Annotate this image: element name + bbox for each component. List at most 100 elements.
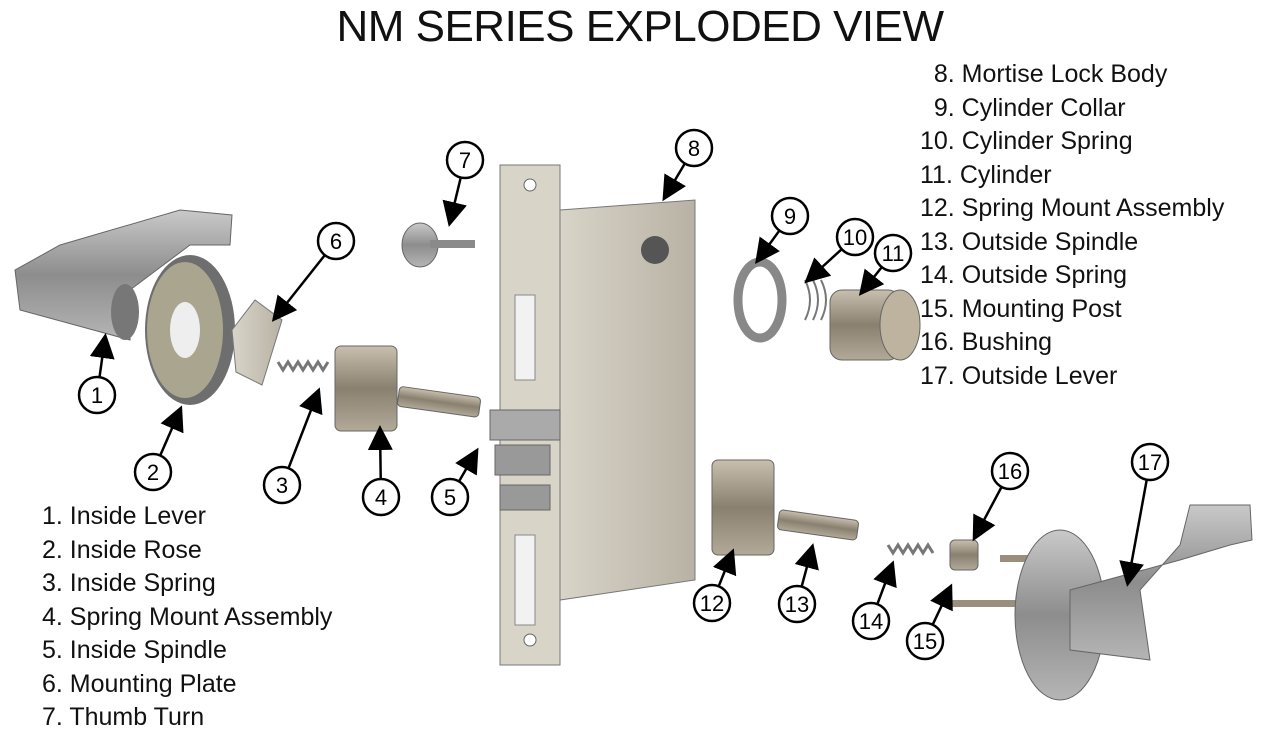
callout-arrow bbox=[367, 425, 393, 480]
legend-item: 17. Outside Lever bbox=[920, 361, 1118, 390]
legend-item: 11. Cylinder bbox=[920, 160, 1052, 189]
callout-number: 10 bbox=[843, 225, 867, 250]
inside-lever-part bbox=[14, 209, 233, 341]
outside-spindle-part bbox=[777, 509, 859, 541]
callout-arrow bbox=[712, 548, 737, 587]
callout-1: 1 bbox=[77, 333, 117, 415]
inside-spring-part bbox=[276, 359, 330, 373]
callout-number: 9 bbox=[784, 204, 796, 229]
callout-3: 3 bbox=[262, 387, 323, 505]
callout-6: 6 bbox=[271, 221, 356, 322]
legend-item: 10. Cylinder Spring bbox=[920, 127, 1133, 155]
callout-circle bbox=[77, 375, 117, 415]
callout-arrow bbox=[873, 560, 897, 605]
spring-mount-assembly-part bbox=[334, 345, 398, 432]
callout-16: 16 bbox=[972, 451, 1030, 542]
callout-circle bbox=[1130, 442, 1170, 482]
callout-number: 13 bbox=[785, 592, 809, 617]
callout-circle bbox=[674, 128, 714, 168]
inside-rose-part bbox=[145, 255, 235, 405]
callout-circle bbox=[835, 217, 875, 257]
callout-circle bbox=[851, 601, 891, 641]
callout-circle bbox=[990, 451, 1030, 491]
callout-8: 8 bbox=[662, 128, 714, 202]
callout-arrow bbox=[858, 266, 885, 296]
callout-arrow bbox=[287, 387, 323, 469]
legend-item: 9. Cylinder Collar bbox=[920, 93, 1126, 122]
legend-item: 4. Spring Mount Assembly bbox=[42, 602, 333, 631]
callout-7: 7 bbox=[442, 140, 485, 227]
callout-arrow bbox=[930, 583, 953, 626]
callout-arrow bbox=[442, 177, 467, 227]
callout-number: 3 bbox=[276, 473, 288, 498]
callout-5: 5 bbox=[430, 447, 479, 517]
callout-number: 4 bbox=[375, 485, 387, 510]
diagram-title: NM SERIES EXPLODED VIEW bbox=[336, 2, 944, 51]
callout-10: 10 bbox=[804, 217, 875, 284]
callout-2: 2 bbox=[133, 405, 184, 492]
mounting-plate-part bbox=[231, 299, 283, 386]
outside-lever-part bbox=[1014, 504, 1253, 701]
callout-4: 4 bbox=[361, 425, 401, 517]
legend-item: 12. Spring Mount Assembly bbox=[920, 194, 1225, 222]
legend-item: 6. Mounting Plate bbox=[42, 669, 237, 698]
callout-number: 7 bbox=[459, 148, 471, 173]
callout-number: 12 bbox=[700, 591, 724, 616]
callout-14: 14 bbox=[851, 560, 897, 641]
callout-circle bbox=[770, 196, 810, 236]
callout-circle bbox=[905, 621, 945, 661]
callout-arrow bbox=[662, 162, 686, 202]
callout-circle bbox=[133, 452, 173, 492]
callout-arrow bbox=[455, 447, 479, 483]
callout-number: 1 bbox=[91, 383, 103, 408]
callout-number: 16 bbox=[998, 459, 1022, 484]
callout-number: 14 bbox=[859, 609, 883, 634]
thumb-turn-part bbox=[401, 222, 475, 268]
callout-circle bbox=[445, 140, 485, 180]
outside-spring-part bbox=[886, 542, 935, 556]
callout-arrow bbox=[794, 543, 819, 587]
callout-number: 15 bbox=[913, 629, 937, 654]
callout-arrow bbox=[159, 405, 184, 456]
callout-9: 9 bbox=[755, 196, 810, 265]
callout-arrow bbox=[89, 333, 115, 378]
legend-item: 7. Thumb Turn bbox=[42, 703, 205, 731]
legend-item: 13. Outside Spindle bbox=[920, 227, 1139, 256]
legend-item: 16. Bushing bbox=[920, 328, 1053, 356]
callout-17: 17 bbox=[1119, 442, 1170, 587]
callout-number: 11 bbox=[882, 241, 905, 266]
legend-item: 5. Inside Spindle bbox=[42, 636, 227, 664]
callout-arrow bbox=[755, 229, 781, 265]
callout-number: 6 bbox=[330, 229, 342, 254]
bushing-part bbox=[949, 539, 979, 571]
callout-circle bbox=[262, 465, 302, 505]
spring-mount-assembly-outside-part bbox=[711, 459, 775, 556]
callout-number: 5 bbox=[444, 485, 456, 510]
callout-arrow bbox=[1119, 479, 1148, 587]
legend-item: 2. Inside Rose bbox=[42, 535, 202, 564]
legend-item: 15. Mounting Post bbox=[920, 294, 1122, 323]
mortise-lock-body-part bbox=[489, 164, 696, 666]
callout-number: 8 bbox=[688, 136, 700, 161]
inside-spindle-part bbox=[397, 386, 481, 418]
callout-circle bbox=[430, 477, 470, 517]
legend-item: 3. Inside Spring bbox=[42, 569, 216, 597]
callout-15: 15 bbox=[905, 583, 953, 661]
callout-circle bbox=[777, 584, 817, 624]
callout-number: 17 bbox=[1138, 450, 1162, 475]
callout-arrow bbox=[804, 248, 843, 284]
callout-circle bbox=[316, 221, 356, 261]
callout-circle bbox=[361, 477, 401, 517]
callout-circle bbox=[873, 233, 913, 273]
callout-number: 2 bbox=[147, 460, 159, 485]
cylinder-part bbox=[829, 289, 921, 361]
legend-item: 14. Outside Spring bbox=[920, 261, 1128, 289]
legend-left: 1. Inside Lever 2. Inside Rose 3. Inside S… bbox=[42, 500, 332, 735]
callout-12: 12 bbox=[692, 548, 737, 623]
callout-arrow bbox=[972, 486, 1003, 542]
legend-item: 1. Inside Lever bbox=[42, 502, 206, 530]
